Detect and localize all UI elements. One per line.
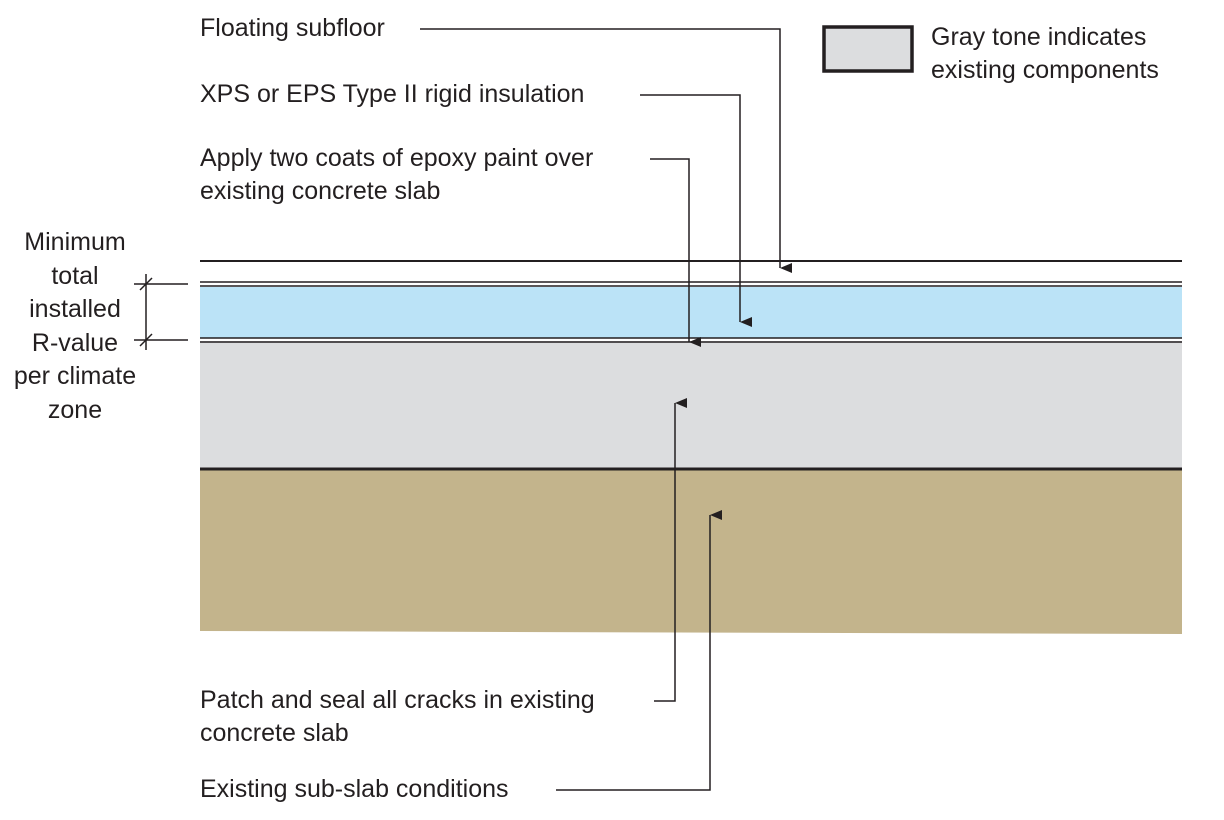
label-rigid-insulation: XPS or EPS Type II rigid insulation — [200, 80, 585, 108]
r-value-dimension — [134, 274, 188, 350]
leader-epoxy-paint — [650, 158, 701, 347]
label-floating-subfloor: Floating subfloor — [200, 14, 385, 42]
concrete-slab-layer — [200, 341, 1182, 469]
leader-patch-seal — [654, 398, 687, 702]
legend-swatch — [822, 25, 914, 73]
label-patch-seal: Patch and seal all cracks in existing co… — [200, 686, 595, 747]
leader-rigid-insulation — [640, 94, 752, 327]
leader-floating-subfloor — [420, 28, 792, 273]
rigid-insulation-layer — [200, 287, 1182, 338]
leader-sub-slab — [556, 510, 722, 791]
label-epoxy-paint: Apply two coats of epoxy paint over exis… — [200, 144, 594, 205]
label-sub-slab: Existing sub-slab conditions — [200, 775, 509, 803]
label-r-value: Minimum total installed R-value per clim… — [13, 228, 137, 424]
legend-text: Gray tone indicates existing components — [931, 23, 1159, 84]
sub-slab-layer — [200, 469, 1182, 634]
